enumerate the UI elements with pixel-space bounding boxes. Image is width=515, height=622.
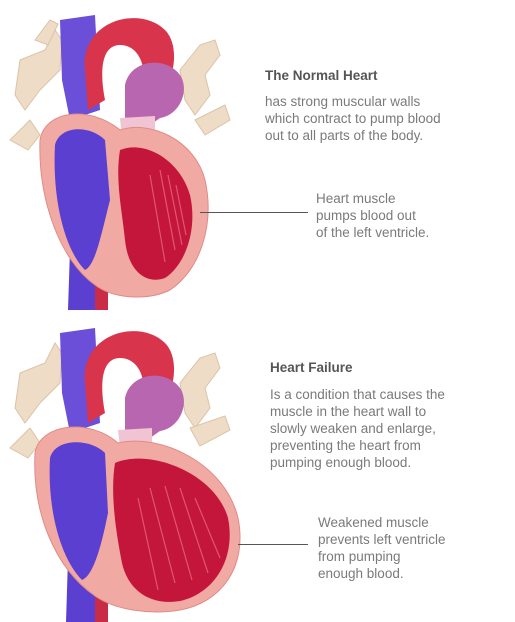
failure-callout-line: enough blood.: [318, 565, 446, 582]
normal-pulmonary-artery: [125, 63, 184, 125]
failure-pulmonary-artery: [125, 376, 184, 438]
normal-description-line: has strong muscular walls: [265, 93, 441, 110]
normal-callout-leader-line: [200, 212, 308, 213]
normal-callout-line: Heart muscle: [316, 190, 429, 207]
normal-heart-panel: The Normal Heart has strong muscular wal…: [0, 0, 515, 310]
heart-failure-heading: Heart Failure: [270, 360, 353, 375]
normal-heart-callout: Heart muscle pumps blood out of the left…: [316, 190, 429, 241]
normal-callout-line: of the left ventricle.: [316, 224, 429, 241]
normal-description-line: which contract to pump blood: [265, 110, 441, 127]
normal-heart-heading: The Normal Heart: [265, 68, 378, 83]
failure-heart-illustration: [0, 318, 280, 622]
failure-callout-leader-line: [238, 544, 308, 545]
heart-failure-panel: Heart Failure Is a condition that causes…: [0, 318, 515, 622]
normal-callout-line: pumps blood out: [316, 207, 429, 224]
normal-description-line: out to all parts of the body.: [265, 127, 441, 144]
normal-heart-illustration: [0, 0, 280, 310]
failure-description-line: Is a condition that causes the: [270, 386, 445, 403]
failure-description-line: slowly weaken and enlarge,: [270, 420, 445, 437]
failure-description-line: preventing the heart from: [270, 437, 445, 454]
failure-callout-line: prevents left ventricle: [318, 531, 446, 548]
heart-failure-callout: Weakened muscle prevents left ventricle …: [318, 514, 446, 582]
failure-description-line: muscle in the heart wall to: [270, 403, 445, 420]
normal-heart-description: has strong muscular walls which contract…: [265, 93, 441, 144]
failure-callout-line: from pumping: [318, 548, 446, 565]
heart-failure-description: Is a condition that causes the muscle in…: [270, 386, 445, 471]
failure-description-line: pumping enough blood.: [270, 454, 445, 471]
failure-callout-line: Weakened muscle: [318, 514, 446, 531]
